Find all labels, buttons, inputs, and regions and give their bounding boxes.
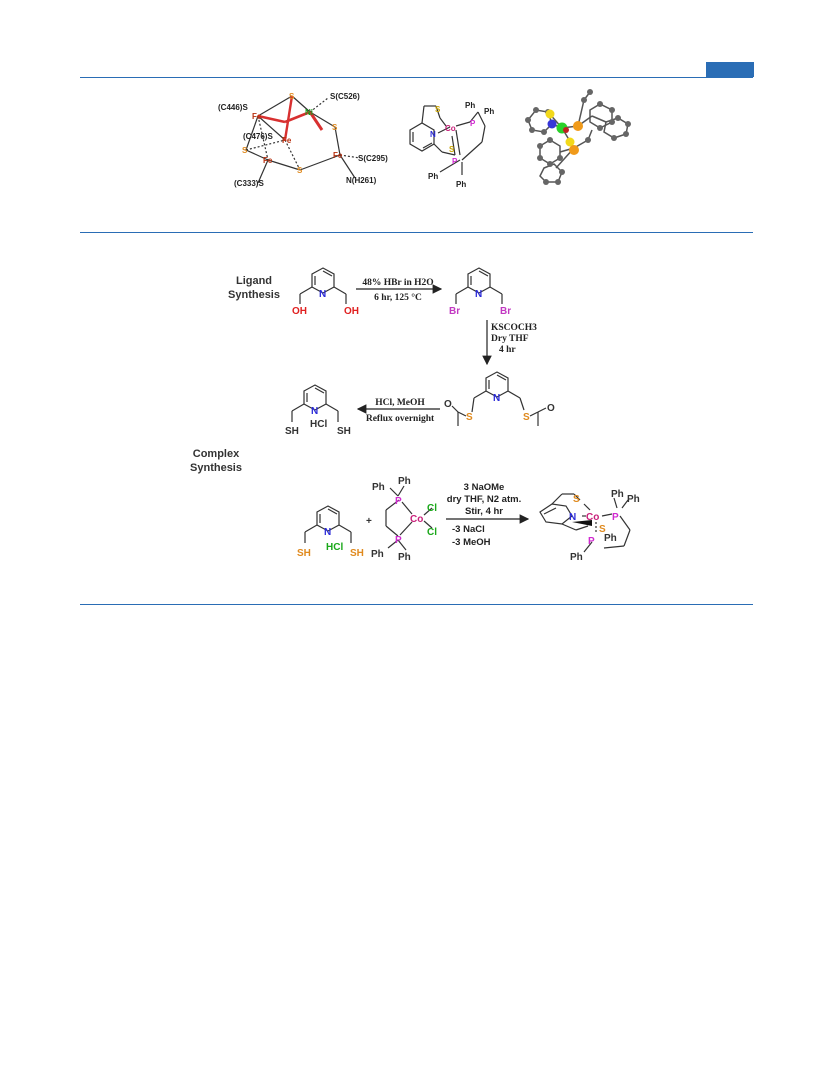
step4-line4: -3 NaCl xyxy=(452,524,485,535)
label-s-3: S xyxy=(242,146,248,155)
complex-ph-2: Ph xyxy=(484,107,494,116)
product-p-1: P xyxy=(612,512,619,523)
ligand-section-line1: Ligand xyxy=(236,275,272,287)
label-ni: Ni xyxy=(305,108,313,117)
step2-line1: KSCOCH3 xyxy=(491,323,537,333)
complex-s-1: S xyxy=(435,105,441,114)
complex-n: N xyxy=(430,130,436,139)
dithiol-sh-1: SH xyxy=(285,426,299,437)
step4-line2: dry THF, N2 atm. xyxy=(447,494,521,505)
step2-line3: 4 hr xyxy=(499,345,516,355)
dithiol-sh-2: SH xyxy=(337,426,351,437)
wedge-bond xyxy=(572,520,592,526)
label-fe-4: Fe xyxy=(333,151,343,160)
complex-p-2: P xyxy=(452,157,458,166)
codppp-p-1: P xyxy=(395,496,402,507)
molecule-diol xyxy=(299,267,347,304)
molecule-dibromide xyxy=(455,267,503,304)
ligand-section-line2: Synthesis xyxy=(228,289,280,301)
thioacetate-o-2: O xyxy=(547,403,555,414)
section-labels: Ligand Synthesis Complex Synthesis xyxy=(190,275,280,474)
dithiol2-n: N xyxy=(324,527,331,538)
label-fe-2: Fe xyxy=(282,136,292,145)
label-s-2: S xyxy=(332,123,338,132)
co-complex-drawing xyxy=(409,105,486,175)
diol-n: N xyxy=(319,289,326,300)
product-co: Co xyxy=(586,512,599,523)
dibromide-br-2: Br xyxy=(500,306,511,317)
product-ph-2: Ph xyxy=(611,489,624,500)
molecule-dithiol-hcl-2 xyxy=(304,505,352,543)
dithiol2-hcl: HCl xyxy=(326,542,343,553)
label-c476: (C476)S xyxy=(243,132,273,141)
label-s-4: S xyxy=(297,166,303,175)
diol-oh-2: OH xyxy=(344,306,359,317)
complex-co: Co xyxy=(445,124,456,133)
codppp-co: Co xyxy=(410,514,423,525)
thioacetate-o-1: O xyxy=(444,399,452,410)
codppp-ph-4: Ph xyxy=(398,552,411,563)
step3-line1: HCl, MeOH xyxy=(375,398,425,408)
codppp-ph-1: Ph xyxy=(372,482,385,493)
label-c295: S(C295) xyxy=(358,154,388,163)
feni-cluster-labels: (C446)S S(C526) (C476)S S(C295) (C333)S … xyxy=(218,92,388,188)
label-fe-3: Fe xyxy=(263,156,273,165)
complex-section-line1: Complex xyxy=(193,448,240,460)
complex-ph-4: Ph xyxy=(456,180,466,189)
middle-rule xyxy=(80,232,753,233)
step4-line5: -3 MeOH xyxy=(452,537,491,548)
product-ph-4: Ph xyxy=(570,552,583,563)
diol-oh-1: OH xyxy=(292,306,307,317)
label-s-1: S xyxy=(289,92,295,101)
dithiol-hcl: HCl xyxy=(310,419,327,430)
thioacetate-s-1: S xyxy=(466,412,473,423)
step1-line1: 48% HBr in H2O xyxy=(362,278,433,288)
product-s-2: S xyxy=(599,524,606,535)
dithiol-n: N xyxy=(311,406,318,417)
molecule-thioacetate xyxy=(451,371,547,426)
label-c446: (C446)S xyxy=(218,103,248,112)
bottom-rule xyxy=(80,604,753,605)
step1-line2: 6 hr, 125 °C xyxy=(374,292,422,303)
complex-ph-3: Ph xyxy=(428,172,438,181)
header-tab xyxy=(706,62,754,77)
product-s-1: S xyxy=(573,494,580,505)
top-rule xyxy=(80,77,753,78)
complex-ph-1: Ph xyxy=(465,101,475,110)
label-s526: S(C526) xyxy=(330,92,360,101)
label-c333: (C333)S xyxy=(234,179,264,188)
codppp-cl-1: Cl xyxy=(427,503,437,514)
molecule-co-dppp-cl2 xyxy=(385,485,433,551)
dibromide-br-1: Br xyxy=(449,306,460,317)
product-ph-1: Ph xyxy=(604,533,617,544)
molecule-product-complex xyxy=(539,493,631,553)
step4-line1: 3 NaOMe xyxy=(464,482,505,493)
thioacetate-s-2: S xyxy=(523,412,530,423)
product-ph-3: Ph xyxy=(627,494,640,505)
codppp-cl-2: Cl xyxy=(427,527,437,538)
codppp-ph-2: Ph xyxy=(398,476,411,487)
product-n: N xyxy=(569,512,576,523)
complex-p-1: P xyxy=(470,119,476,128)
product-p-2: P xyxy=(588,536,595,547)
dithiol2-sh-1: SH xyxy=(297,548,311,559)
plus-sign: + xyxy=(366,516,372,527)
complex-section-line2: Synthesis xyxy=(190,462,242,474)
step2-line2: Dry THF xyxy=(491,334,529,344)
dibromide-n: N xyxy=(475,289,482,300)
complex-s-2: S xyxy=(449,145,455,154)
step3-line2: Reflux overnight xyxy=(366,414,435,424)
label-n261: N(H261) xyxy=(346,176,377,185)
codppp-ph-3: Ph xyxy=(371,549,384,560)
ball-and-stick-model xyxy=(525,89,631,185)
co-complex-labels: S N Co S P P Ph Ph Ph Ph xyxy=(428,101,494,189)
codppp-p-2: P xyxy=(395,535,402,546)
step4-line3: Stir, 4 hr xyxy=(465,506,503,517)
molecule-dithiol-hcl xyxy=(291,384,339,422)
feni-cluster xyxy=(245,95,361,184)
thioacetate-n: N xyxy=(493,393,500,404)
dithiol2-sh-2: SH xyxy=(350,548,364,559)
label-fe-1: Fe xyxy=(252,112,262,121)
